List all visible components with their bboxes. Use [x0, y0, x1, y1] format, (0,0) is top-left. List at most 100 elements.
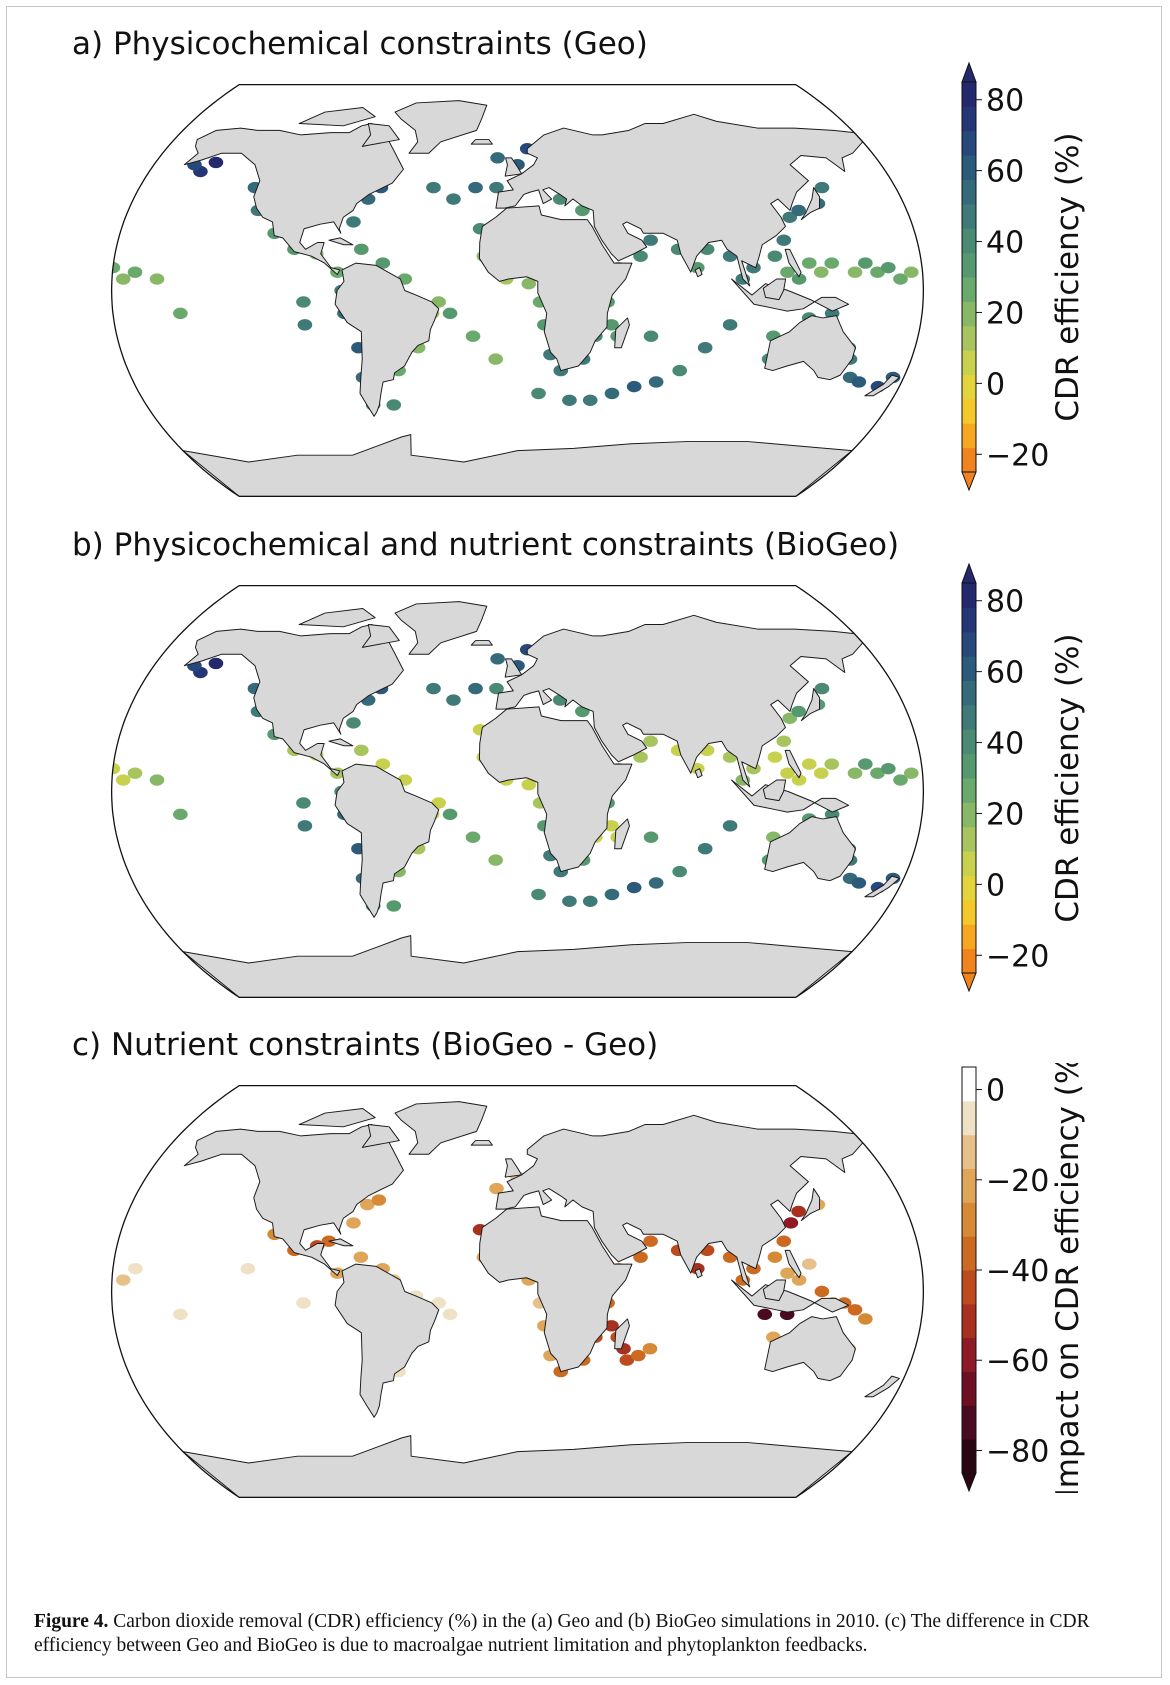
data-cell [870, 767, 885, 779]
colorbar-segment [962, 729, 976, 755]
land-greenland [394, 601, 488, 655]
data-cell [722, 319, 738, 331]
colorbar-label: CDR efficiency (%) [1050, 132, 1086, 421]
land-south-america [334, 763, 440, 918]
land-greenland [394, 100, 488, 154]
data-cell [115, 273, 131, 285]
land-antarctica [182, 935, 853, 998]
colorbar-segment [962, 374, 976, 400]
colorbar-segment [962, 203, 976, 229]
colorbar-segment [962, 1236, 976, 1271]
land-baffin [361, 1124, 400, 1148]
data-cell [149, 774, 165, 786]
colorbar-tick-label: 40 [986, 727, 1024, 762]
data-cell [488, 353, 503, 365]
colorbar-tick-label: −80 [986, 1434, 1049, 1469]
data-cell [297, 319, 313, 331]
colorbar-frame [961, 81, 977, 473]
data-cell [489, 682, 504, 695]
colorbar-segment [962, 1202, 976, 1237]
land-africa [478, 706, 633, 873]
colorbar-segment [962, 899, 976, 925]
land-australia [764, 315, 856, 381]
caption-text: Carbon dioxide removal (CDR) efficiency … [34, 1611, 1090, 1656]
colorbar-segment [962, 228, 976, 254]
land-madagascar [614, 818, 630, 850]
data-cell [757, 1308, 773, 1321]
data-cell [426, 181, 441, 194]
land-south-america [334, 262, 440, 417]
data-cell [626, 881, 642, 894]
data-cell [173, 307, 188, 320]
colorbar-segment [962, 778, 976, 803]
data-cell [767, 751, 783, 763]
data-cell [780, 767, 795, 779]
data-cell [360, 1198, 375, 1211]
colorbar-segment [962, 875, 976, 901]
colorbar-segment [962, 82, 976, 107]
data-cell [672, 364, 687, 377]
land-borneo [762, 1279, 787, 1302]
colorbar-segment [962, 1439, 976, 1474]
data-cell [813, 266, 829, 278]
land-north-america [183, 1124, 404, 1276]
land-greenland [394, 1101, 488, 1155]
colorbar-segment [962, 252, 976, 278]
data-cell [633, 250, 648, 262]
data-cell [767, 250, 783, 262]
colorbar-extend-min [961, 1472, 977, 1493]
data-cell [791, 705, 806, 718]
data-cell [386, 399, 402, 411]
data-cell [697, 342, 713, 354]
colorbar-extend-min [961, 972, 977, 993]
data-cell [582, 895, 598, 907]
data-cell [858, 1313, 873, 1325]
panel-a-map [110, 83, 925, 498]
colorbar-tick-label: 20 [986, 296, 1024, 331]
data-cell [296, 1297, 311, 1309]
data-cell [851, 376, 867, 388]
land-eurasia [495, 113, 864, 287]
land-antarctica [182, 1435, 853, 1498]
colorbar-segment [962, 1168, 976, 1203]
data-cell [648, 877, 664, 889]
data-cell [643, 1235, 658, 1247]
data-cell [531, 387, 546, 400]
data-cell [490, 152, 505, 164]
colorbar-segment [962, 680, 976, 706]
land-new-zealand [864, 1375, 900, 1398]
land-japan [800, 1188, 821, 1222]
data-cell [814, 1285, 830, 1298]
land-iceland [470, 1140, 493, 1146]
land-philippines [784, 248, 802, 278]
data-cell [604, 888, 620, 901]
colorbar-tick-label: 40 [986, 226, 1024, 261]
data-cell [208, 156, 224, 169]
colorbar-tick-label: 80 [986, 585, 1024, 620]
colorbar-tick-label: 0 [986, 1074, 1005, 1109]
data-cell [386, 900, 402, 912]
land-japan [800, 187, 821, 221]
data-cell [149, 273, 165, 285]
colorbar-label: Impact on CDR efficiency (%) [1050, 1063, 1086, 1493]
data-cell [893, 273, 908, 285]
land-sri-lanka [694, 1268, 703, 1279]
data-cell [442, 1308, 458, 1321]
data-cell [446, 694, 461, 706]
data-cell [582, 394, 598, 406]
colorbar-segment [962, 277, 976, 302]
colorbar-tick-label: 0 [986, 367, 1005, 402]
colorbar-tick-label: −20 [986, 939, 1049, 974]
colorbar-segment [962, 802, 976, 828]
data-cell [468, 181, 483, 194]
data-cell [801, 1258, 817, 1270]
data-cell [814, 682, 830, 695]
land-new-zealand [864, 374, 900, 397]
colorbar-segment [962, 350, 976, 376]
land-north-america [183, 624, 404, 776]
data-cell [776, 234, 792, 246]
data-cell [824, 758, 840, 770]
data-cell [814, 181, 830, 194]
land-eurasia [495, 614, 864, 788]
